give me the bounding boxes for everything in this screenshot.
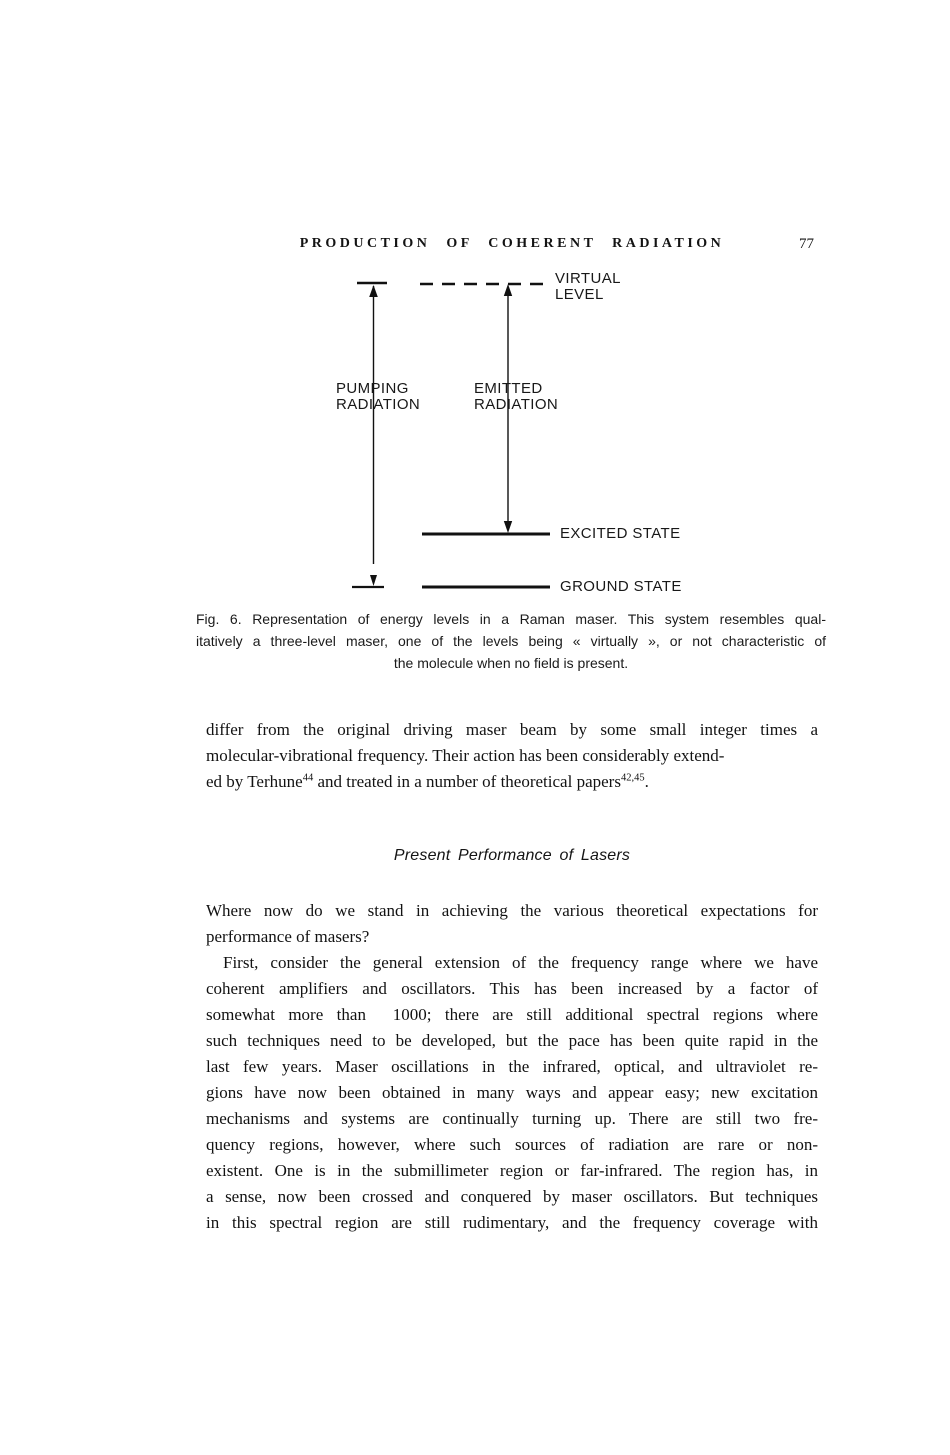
text-line: such techniques need to be developed, bu… (206, 1031, 818, 1050)
paragraph-last-line: ed by Terhune44 and treated in a number … (206, 769, 818, 795)
figure-caption: Fig. 6. Representation of energy levels … (196, 608, 826, 674)
text-run: . (644, 772, 649, 791)
text-line: gions have now been obtained in many way… (206, 1083, 818, 1102)
page-title: PRODUCTION OF COHERENT RADIATION (299, 236, 725, 251)
paragraph-lines: differ from the original driving maser b… (206, 717, 818, 769)
text-line: molecular-vibrational frequency. Their a… (206, 746, 725, 765)
text-line: last few years. Maser oscillations in th… (206, 1057, 818, 1076)
text-line: First, consider the general extension of… (223, 953, 818, 972)
body-text: Where now do we stand in achieving the v… (206, 898, 818, 1236)
text-line: itatively a three-level maser, one of th… (196, 633, 826, 649)
text-line: in this spectral region are still rudime… (206, 1213, 818, 1232)
reference-superscript: 44 (302, 772, 314, 784)
text-line: LEVEL (555, 286, 604, 303)
text-line: quency regions, however, where such sour… (206, 1135, 818, 1154)
text-line: mechanisms and systems are continually t… (206, 1109, 818, 1128)
text-run: and treated in a number of theoretical p… (313, 772, 621, 791)
reference-superscript: 42,45 (620, 772, 645, 784)
text-line: Where now do we stand in achieving the v… (206, 901, 818, 920)
text-line: performance of masers? (206, 927, 370, 946)
pumping-arrowhead-up (369, 285, 378, 297)
excited-state-label: EXCITED STATE (560, 525, 681, 542)
ground-state-label: GROUND STATE (560, 578, 682, 595)
text-run: ed by Terhune (206, 772, 303, 791)
energy-level-diagram-graphic (352, 281, 550, 589)
text-line: Fig. 6. Representation of energy levels … (196, 611, 826, 627)
text-line: the molecule when no field is present. (393, 655, 629, 671)
pumping-arrowhead-down (370, 575, 377, 586)
text-line: differ from the original driving maser b… (206, 720, 818, 739)
text-line: somewhat more than 1000; there are still… (206, 1005, 818, 1024)
emitted-arrowhead-down (503, 521, 513, 533)
section-heading: Present Performance of Lasers (393, 847, 631, 864)
paragraph-where-now: Where now do we stand in achieving the v… (206, 898, 818, 950)
text-line: existent. One is in the submillimeter re… (206, 1161, 818, 1180)
text-line: PUMPING (336, 380, 409, 397)
text-line: RADIATION (336, 396, 421, 413)
running-head: PRODUCTION OF COHERENT RADIATION 77 (206, 236, 818, 252)
text-line: EMITTED (474, 380, 543, 397)
paragraph-raman-continuation: differ from the original driving maser b… (206, 717, 818, 795)
page-number: 77 (799, 236, 814, 252)
emitted-arrowhead-up (503, 284, 513, 296)
text-line: a sense, now been crossed and conquered … (206, 1187, 818, 1206)
text-line: coherent amplifiers and oscillators. Thi… (206, 979, 818, 998)
text-line: RADIATION (474, 396, 559, 413)
text-line: VIRTUAL (555, 270, 621, 287)
paragraph-first-consider: First, consider the general extension of… (206, 950, 818, 1236)
